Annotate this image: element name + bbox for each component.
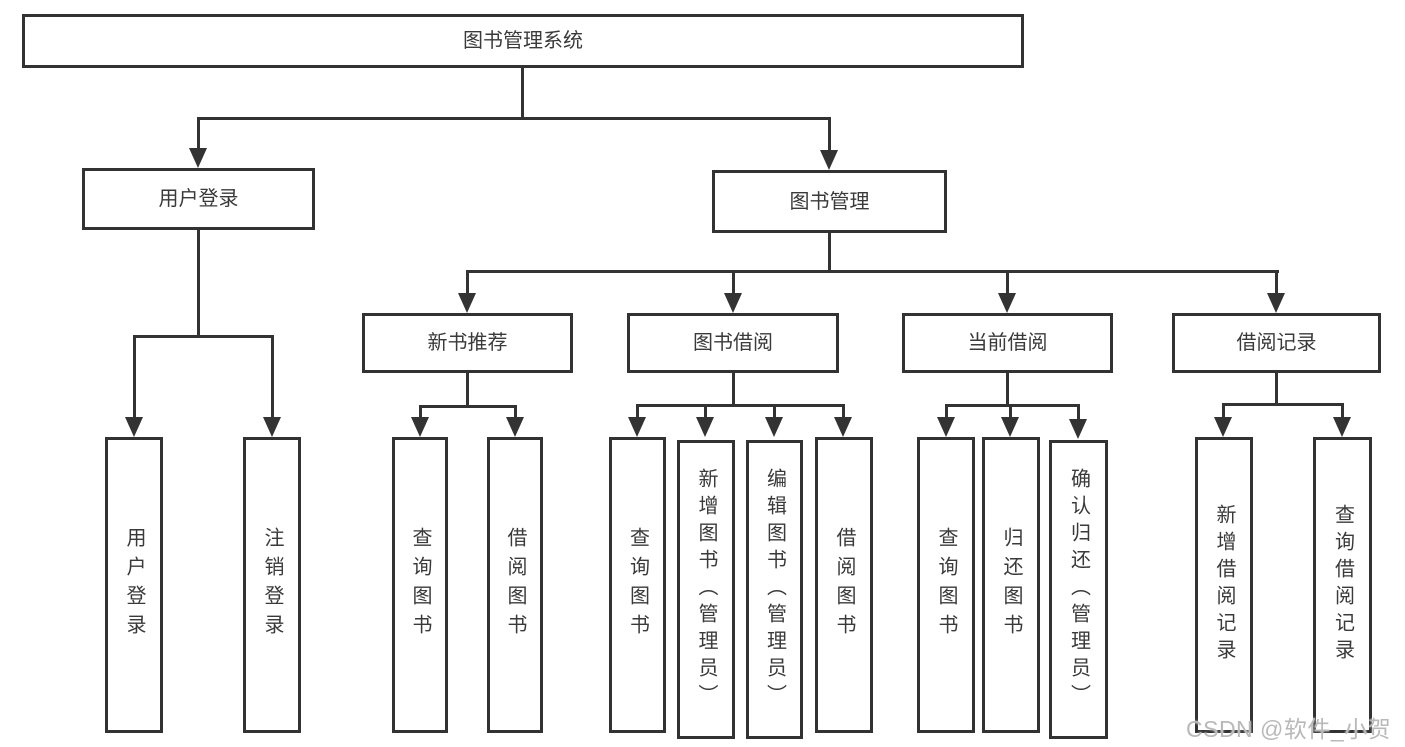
connector-book-mgmt-drop [828, 117, 831, 151]
node-book-borrow: 图书借阅 [627, 313, 839, 373]
connector-leaf-drop [636, 404, 639, 419]
connector-leaf-drop [1341, 403, 1344, 419]
connector-leaf-drop [842, 404, 845, 419]
arrow-down-icon [834, 417, 852, 437]
leaf-add-borrow-record: 新增借阅记录 [1195, 437, 1253, 733]
connector-current-borrow-stub [1006, 373, 1009, 407]
leaf-edit-book-admin: 编辑图书（管理员） [746, 440, 803, 739]
connector-leaf-drop [271, 335, 274, 417]
connector-user-login-stub [197, 230, 200, 337]
node-new-book-rec: 新书推荐 [362, 313, 573, 373]
connector-level3-drop [1275, 270, 1278, 294]
arrow-down-icon [189, 148, 207, 168]
arrow-down-icon [263, 417, 281, 437]
connector-leaf-drop [514, 405, 517, 419]
leaf-query-book: 查询图书 [917, 437, 975, 733]
leaf-query-book: 查询图书 [609, 437, 666, 733]
connector-level3-drop [732, 270, 735, 294]
connector-new-book-stub [466, 373, 469, 408]
connector-level3-drop [466, 270, 469, 294]
arrow-down-icon [696, 417, 714, 437]
connector-leaf-drop [1077, 404, 1080, 419]
arrow-down-icon [765, 417, 783, 437]
node-borrow-records: 借阅记录 [1172, 313, 1381, 373]
leaf-query-borrow-record: 查询借阅记录 [1313, 437, 1372, 733]
arrow-down-icon [628, 417, 646, 437]
node-root: 图书管理系统 [22, 14, 1024, 68]
arrow-down-icon [1214, 417, 1232, 437]
connector-leaf-drop [704, 404, 707, 419]
arrow-down-icon [506, 417, 524, 437]
arrow-down-icon [411, 417, 429, 437]
connector-current-borrow-rail [945, 404, 1080, 407]
leaf-borrow-book: 借阅图书 [815, 437, 873, 733]
leaf-return-book: 归还图书 [982, 437, 1040, 733]
connector-book-borrow-stub [732, 373, 735, 407]
node-user-login: 用户登录 [82, 168, 315, 230]
connector-book-borrow-rail [636, 404, 845, 407]
leaf-query-book: 查询图书 [392, 437, 448, 733]
arrow-down-icon [820, 150, 838, 170]
connector-user-login-drop [197, 117, 200, 151]
leaf-borrow-book: 借阅图书 [487, 437, 543, 733]
connector-user-login-rail [133, 335, 274, 338]
node-current-borrow: 当前借阅 [902, 313, 1113, 373]
arrow-down-icon [1069, 419, 1087, 439]
connector-leaf-drop [945, 404, 948, 419]
connector-borrow-records-stub [1275, 373, 1278, 406]
arrow-down-icon [1267, 293, 1285, 313]
leaf-logout: 注销登录 [243, 437, 301, 733]
leaf-user-login: 用户登录 [105, 437, 163, 733]
arrow-down-icon [458, 293, 476, 313]
connector-level3-rail [466, 270, 1279, 273]
arrow-down-icon [1001, 417, 1019, 437]
connector-leaf-drop [419, 405, 422, 419]
connector-leaf-drop [773, 404, 776, 419]
connector-book-mgmt-stub [828, 233, 831, 272]
arrow-down-icon [724, 293, 742, 313]
connector-level2-rail [197, 117, 831, 120]
connector-root-stub [521, 68, 524, 120]
node-book-mgmt: 图书管理 [712, 170, 947, 233]
leaf-confirm-return-admin: 确认归还（管理员） [1049, 440, 1108, 739]
arrow-down-icon [1333, 417, 1351, 437]
connector-level3-drop [1006, 270, 1009, 294]
connector-leaf-drop [1222, 403, 1225, 419]
connector-borrow-records-rail [1222, 403, 1343, 406]
connector-new-book-rail [419, 405, 516, 408]
arrow-down-icon [125, 417, 143, 437]
leaf-add-book-admin: 新增图书（管理员） [677, 440, 735, 739]
arrow-down-icon [998, 293, 1016, 313]
watermark: CSDN @软件_小贺同学 [1186, 716, 1392, 742]
arrow-down-icon [937, 417, 955, 437]
connector-leaf-drop [133, 335, 136, 417]
connector-leaf-drop [1009, 404, 1012, 419]
